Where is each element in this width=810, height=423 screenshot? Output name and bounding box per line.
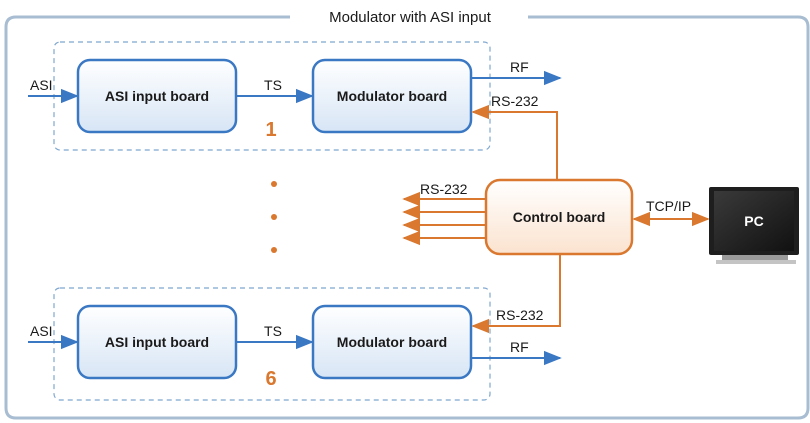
ellipsis-dot bbox=[271, 247, 277, 253]
group-1-rf-label: RF bbox=[510, 59, 529, 75]
group-1-asi-input-board-label: ASI input board bbox=[105, 88, 209, 104]
group-1-ts-label: TS bbox=[264, 77, 282, 93]
group-6-asi-input-board-label: ASI input board bbox=[105, 334, 209, 350]
group-6-rs232-label: RS-232 bbox=[496, 307, 544, 323]
group-1-modulator-board-label: Modulator board bbox=[337, 88, 447, 104]
group-6-rf-label: RF bbox=[510, 339, 529, 355]
group-1-modulator-board bbox=[311, 58, 473, 134]
tcpip-label: TCP/IP bbox=[646, 198, 691, 214]
group-6-modulator-board-label: Modulator board bbox=[337, 334, 447, 350]
group-6-asi-label: ASI bbox=[30, 323, 53, 339]
frame-title: Modulator with ASI input bbox=[329, 9, 492, 26]
outer-frame bbox=[4, 15, 810, 420]
control-rs232-label: RS-232 bbox=[420, 181, 468, 197]
ellipsis-dot bbox=[271, 214, 277, 220]
group-1-rs232-line bbox=[471, 104, 558, 180]
pc-label: PC bbox=[744, 213, 763, 229]
group-1-asi-label: ASI bbox=[30, 77, 53, 93]
ellipsis-dot bbox=[271, 181, 277, 187]
group-6-modulator-board bbox=[311, 304, 473, 380]
monitor-icon bbox=[709, 187, 799, 264]
group-6-dashed-frame bbox=[53, 287, 491, 401]
group-6-ts-label: TS bbox=[264, 323, 282, 339]
group-1-number: 1 bbox=[265, 119, 276, 141]
control-board-label: Control board bbox=[513, 209, 606, 225]
group-6-rs232-line bbox=[471, 254, 561, 334]
group-1-rs232-label: RS-232 bbox=[491, 93, 539, 109]
group-6-number: 6 bbox=[265, 368, 276, 390]
